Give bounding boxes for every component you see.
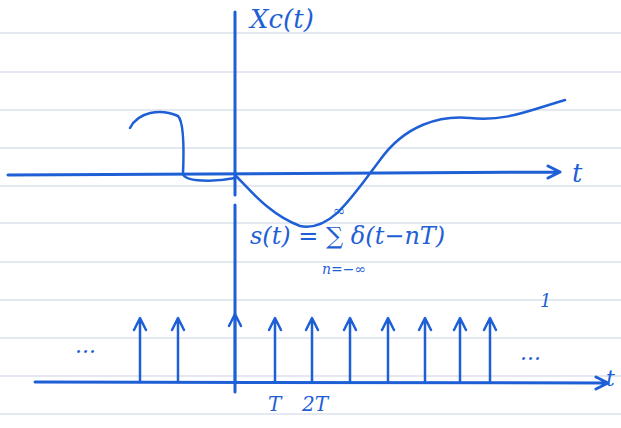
signal-name: Xc(t) — [250, 6, 314, 32]
t-axis — [35, 377, 608, 389]
tick-label: T — [268, 394, 281, 414]
axis-label: t — [572, 160, 582, 186]
axis-label: t — [606, 368, 615, 390]
impulse-train-formula: s(t) = ∑ δ(t−nT) — [250, 224, 445, 248]
signal-curve — [130, 112, 235, 181]
impulse-weight: 1 — [540, 292, 551, 310]
ruled-lines — [0, 33, 621, 414]
sum-lower-limit: n=−∞ — [322, 262, 366, 276]
y-axis — [234, 12, 237, 195]
ellipsis: ... — [520, 342, 541, 364]
tick-label: 2T — [302, 394, 328, 414]
sum-upper-limit: ∞ — [333, 204, 346, 219]
impulse-train — [134, 314, 496, 382]
t-axis — [8, 166, 560, 178]
ellipsis: ... — [75, 335, 96, 357]
signal-curve — [236, 100, 565, 227]
